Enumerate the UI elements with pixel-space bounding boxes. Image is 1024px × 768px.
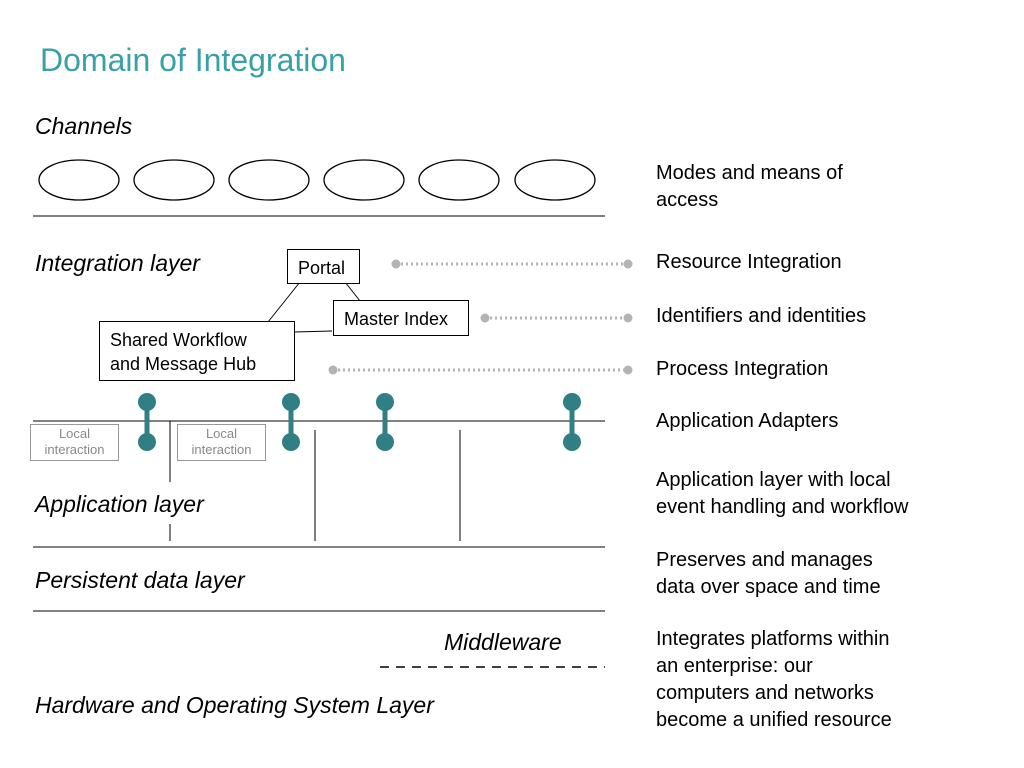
layer-label-hardware: Hardware and Operating System Layer xyxy=(35,692,434,718)
channel-ellipse xyxy=(38,159,120,201)
workflow-hub-label-line1: Shared Workflow xyxy=(110,330,247,350)
local-interaction-label-line1: Local xyxy=(205,426,238,441)
process-connector-end xyxy=(623,365,633,375)
application-adapter xyxy=(282,393,300,451)
desc-modes-line1: Modes and means of xyxy=(656,162,843,184)
master-index-box: Master Index xyxy=(333,300,469,336)
desc-identifiers: Identifiers and identities xyxy=(656,305,867,327)
index-to-hub-line xyxy=(293,330,333,333)
layer-label-persistent: Persistent data layer xyxy=(35,567,245,593)
layer-label-middleware: Middleware xyxy=(444,629,562,655)
layer-label-application: Application layer xyxy=(35,491,204,517)
resource-connector-end xyxy=(391,259,401,269)
page-title: Domain of Integration xyxy=(40,42,346,78)
desc-platform-line3: computers and networks xyxy=(656,682,874,704)
local-interaction-label-line2: interaction xyxy=(44,442,105,457)
desc-adapters: Application Adapters xyxy=(656,410,839,432)
desc-persistent: Preserves and manages data over space an… xyxy=(656,547,881,601)
identifiers-connector-end xyxy=(623,313,633,323)
process-connector-end xyxy=(328,365,338,375)
workflow-hub-box: Shared Workflow and Message Hub xyxy=(99,321,295,381)
channel-ellipse xyxy=(133,159,215,201)
desc-platform-line2: an enterprise: our xyxy=(656,655,813,677)
local-interaction-label-line2: interaction xyxy=(191,442,252,457)
portal-to-hub-line xyxy=(267,281,301,323)
local-interaction-box: Local interaction xyxy=(177,424,266,461)
desc-application: Application layer with local event handl… xyxy=(656,467,908,521)
portal-box: Portal xyxy=(287,249,360,284)
desc-application-line2: event handling and workflow xyxy=(656,496,909,518)
layer-label-channels: Channels xyxy=(35,113,133,139)
resource-connector-end xyxy=(623,259,633,269)
desc-platform: Integrates platforms within an enterpris… xyxy=(656,626,892,734)
desc-platform-line1: Integrates platforms within xyxy=(656,628,890,650)
channel-ellipse xyxy=(323,159,405,201)
desc-application-line1: Application layer with local xyxy=(656,469,891,491)
application-adapter xyxy=(376,393,394,451)
desc-platform-line4: become a unified resource xyxy=(656,709,892,731)
desc-persistent-line2: data over space and time xyxy=(656,576,881,598)
local-interaction-box: Local interaction xyxy=(30,424,119,461)
desc-modes-line2: access xyxy=(656,189,719,211)
channel-ellipse xyxy=(418,159,500,201)
layer-label-integration: Integration layer xyxy=(35,250,200,276)
desc-resource: Resource Integration xyxy=(656,251,842,273)
desc-persistent-line1: Preserves and manages xyxy=(656,549,873,571)
local-interaction-label-line1: Local xyxy=(58,426,91,441)
desc-process: Process Integration xyxy=(656,358,829,380)
channel-ellipse xyxy=(228,159,310,201)
application-adapter xyxy=(563,393,581,451)
workflow-hub-label-line2: and Message Hub xyxy=(110,354,257,374)
desc-modes: Modes and means of access xyxy=(656,160,843,214)
identifiers-connector-end xyxy=(480,313,490,323)
application-adapter xyxy=(138,393,156,451)
master-index-label: Master Index xyxy=(344,309,449,329)
portal-label: Portal xyxy=(298,258,346,278)
channel-ellipse xyxy=(514,159,596,201)
